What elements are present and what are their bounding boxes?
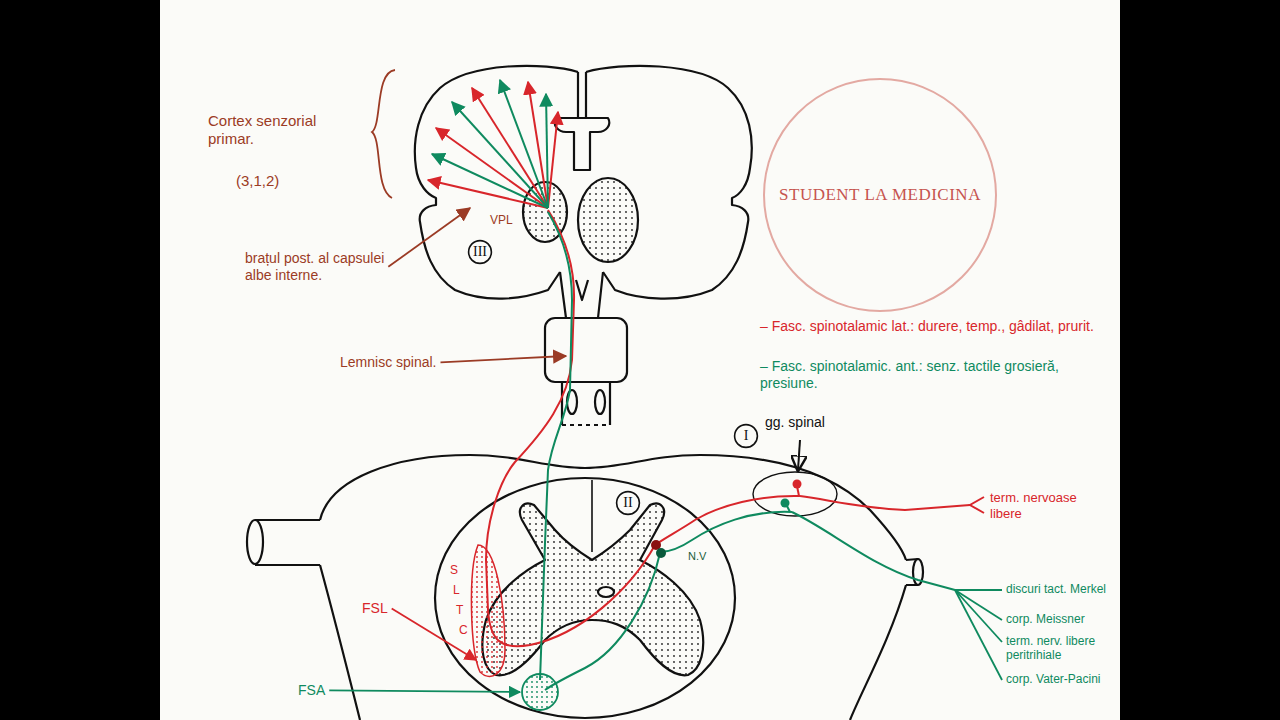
logo-text: STUDENT LA MEDICINA <box>777 184 983 206</box>
lamina-letter: T <box>456 603 463 617</box>
pointer-arrow <box>798 440 800 470</box>
spinal-cord-section <box>247 455 923 720</box>
cut-line <box>562 424 610 426</box>
leader-line <box>388 208 470 267</box>
leader-line <box>392 608 476 660</box>
central-canal <box>598 587 614 597</box>
pathway-label: brațul post. al capsulei albe interne. <box>245 250 395 284</box>
receptor-label: discuri tact. Merkel <box>1006 582 1116 596</box>
median-septum <box>591 480 593 552</box>
bracket <box>372 70 395 198</box>
neuron-number: II <box>615 490 641 516</box>
thalamus <box>578 178 638 262</box>
circle-outline <box>735 425 758 448</box>
olive <box>595 390 605 414</box>
cortex-projection <box>500 80 548 208</box>
circle-outline <box>469 241 492 264</box>
tract-note: – Fasc. spinotalamic. ant.: senz. tactil… <box>760 358 1115 392</box>
midline <box>578 72 586 118</box>
leader-line <box>329 690 520 692</box>
tract-line <box>800 496 970 510</box>
ventricle <box>555 118 610 170</box>
cord-outline <box>435 478 735 718</box>
lamina-letter: L <box>453 583 460 597</box>
neuron-body <box>793 480 802 489</box>
receptor-label: corp. Vater-Pacini <box>1006 672 1116 686</box>
callout-number: III <box>473 244 487 260</box>
midbrain <box>560 272 603 318</box>
tract-label: FSL <box>362 600 388 617</box>
cortex-projection <box>436 128 548 208</box>
synapse <box>656 548 666 558</box>
logo-circle: STUDENT LA MEDICINA <box>762 77 998 313</box>
pathway-label: Lemnisc spinal. <box>340 354 437 371</box>
callout-number: II <box>623 495 632 511</box>
receptor-label: term. nerv. libere peritrihiale <box>1006 634 1116 663</box>
tract-line <box>545 553 660 690</box>
nerve-ending <box>955 590 1002 680</box>
pons <box>545 318 627 382</box>
lamina-letter: C <box>459 623 468 637</box>
tract-label: FSA <box>298 682 325 699</box>
tract-line <box>658 496 800 543</box>
spinal-nerve <box>255 520 320 565</box>
nucleus-label: N.V <box>688 550 706 563</box>
receptor-label: corp. Meissner <box>1006 612 1116 626</box>
brain-section <box>415 66 752 425</box>
cortex-projection <box>548 112 558 208</box>
leader-line <box>441 356 567 362</box>
tract-note: – Fasc. spinotalamic lat.: durere, temp.… <box>760 318 1115 335</box>
tract-line <box>792 512 955 590</box>
spinal-nerve <box>247 520 263 564</box>
nerve-ending <box>970 497 984 513</box>
cortex-projection <box>452 102 548 208</box>
tract-line <box>660 512 792 552</box>
meninges <box>320 565 906 720</box>
area-numbers: (3,1,2) <box>236 172 279 190</box>
cortex-projection <box>546 94 548 208</box>
circle-outline <box>764 79 996 311</box>
spinal-ganglion <box>753 472 837 516</box>
region-label: Cortex senzorial primar. <box>208 112 343 148</box>
receptor-label: term. nervoase libere <box>990 490 1112 521</box>
neuron-number: III <box>467 239 493 265</box>
neuron-number: I <box>733 423 759 449</box>
paper <box>160 0 1120 720</box>
circle-outline <box>617 492 640 515</box>
neuron-body <box>781 499 790 508</box>
tract-line <box>540 212 572 680</box>
callout-number: I <box>744 428 749 444</box>
left-hemisphere <box>415 66 578 299</box>
ganglion-label: gg. spinal <box>765 414 825 431</box>
nucleus-label: VPL <box>490 213 513 227</box>
lamina-letter: S <box>450 563 458 577</box>
nerve-ending <box>955 589 1002 591</box>
